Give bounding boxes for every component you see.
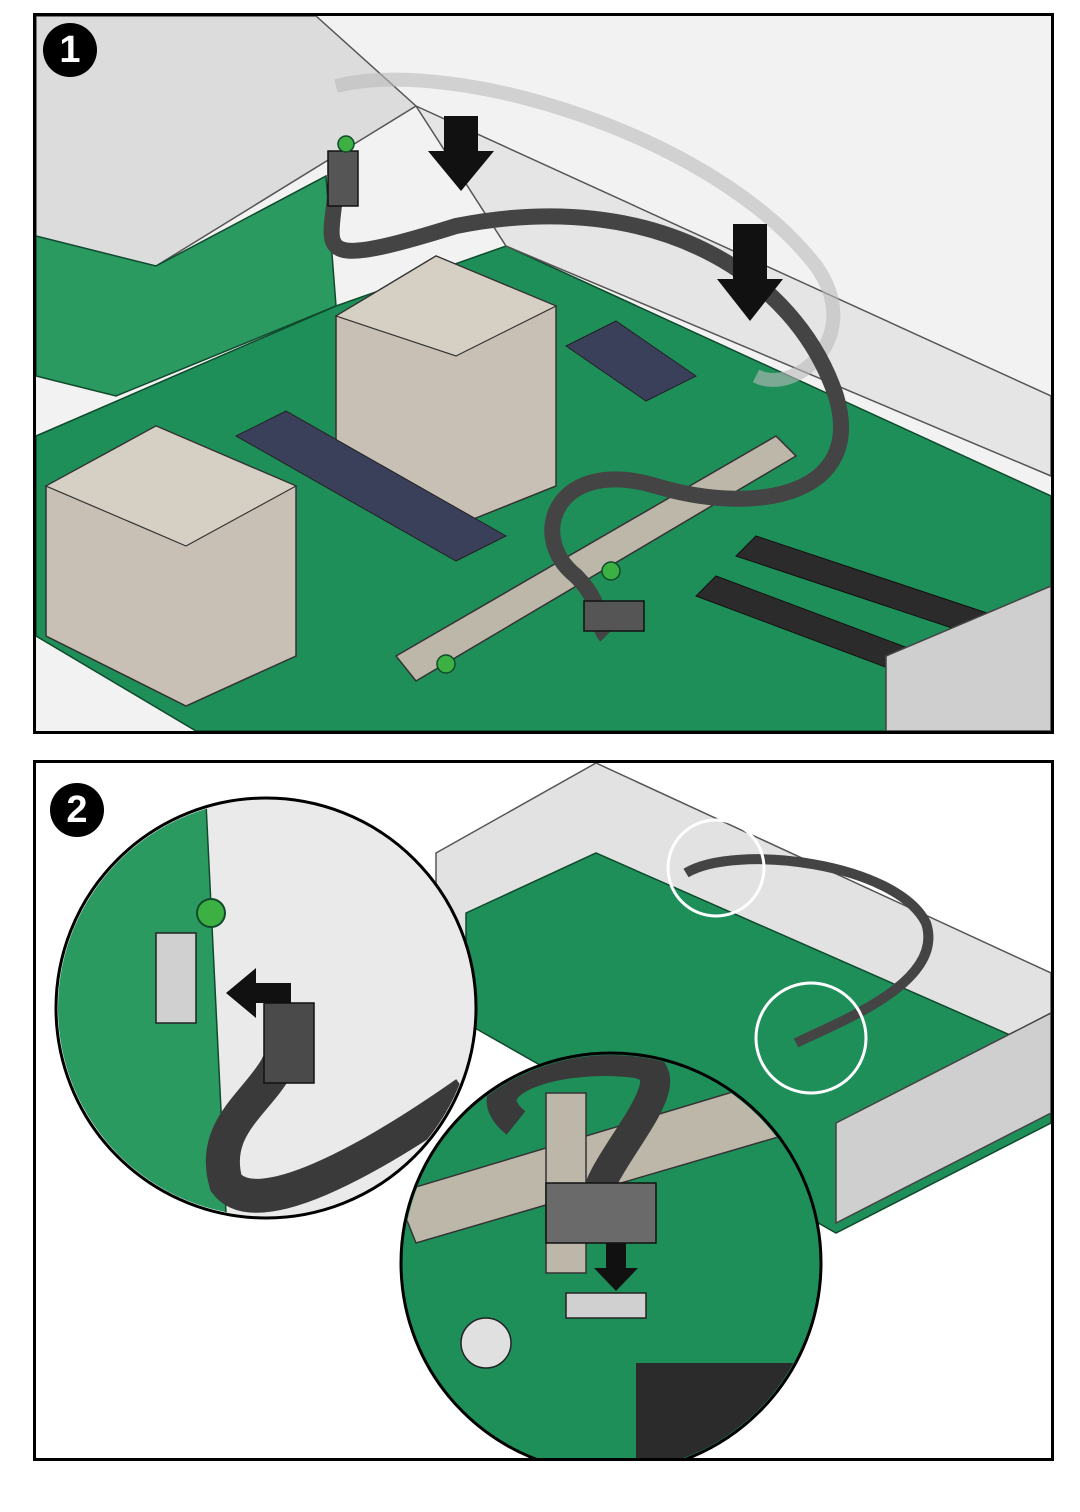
magnified-backplane-view: [54, 796, 478, 1220]
dimm-slots: [234, 320, 697, 562]
down-arrow-icon: [428, 116, 494, 191]
cable: [323, 175, 849, 642]
step-2-badge: 2: [50, 783, 104, 837]
step-1-badge: 1: [43, 23, 97, 77]
step-2-panel: 2: [33, 760, 1054, 1461]
cable-ghost-path: [334, 72, 841, 387]
down-arrow-icon: [717, 224, 783, 321]
cable-plug: [545, 1182, 657, 1244]
zoom-callout-backplane: [666, 818, 766, 918]
step-1-illustration: [36, 16, 1051, 731]
cable-plug: [263, 1002, 315, 1084]
left-arrow-icon: [226, 968, 291, 1018]
step-2-illustration: [54, 763, 1051, 1458]
cable-zoom-motherboard: [486, 1055, 671, 1205]
server-overview-rear-panel: [835, 1012, 1051, 1225]
green-thumbscrew-icon: [436, 654, 456, 674]
motherboard-connector: [565, 1292, 647, 1319]
green-thumbscrew-icon: [196, 898, 226, 928]
backplane-cable-connector: [327, 150, 359, 207]
magnified-motherboard-view: [399, 1051, 823, 1458]
battery-holder: [460, 1317, 512, 1369]
green-thumbscrew-icon: [337, 135, 355, 153]
down-arrow-icon: [594, 1243, 638, 1291]
rear-io-panel: [885, 585, 1051, 731]
server-overview-cable: [683, 854, 934, 1048]
cable-zoom-backplane: [205, 1031, 474, 1213]
zoom-callout-motherboard: [754, 981, 868, 1095]
backplane-connector: [155, 932, 197, 1024]
drive-cage-cover: [36, 16, 418, 267]
step-1-panel: 1: [33, 13, 1054, 734]
green-thumbscrew-icon: [601, 561, 621, 581]
heatsink-front: [44, 425, 298, 707]
motherboard-cable-connector: [583, 600, 645, 632]
